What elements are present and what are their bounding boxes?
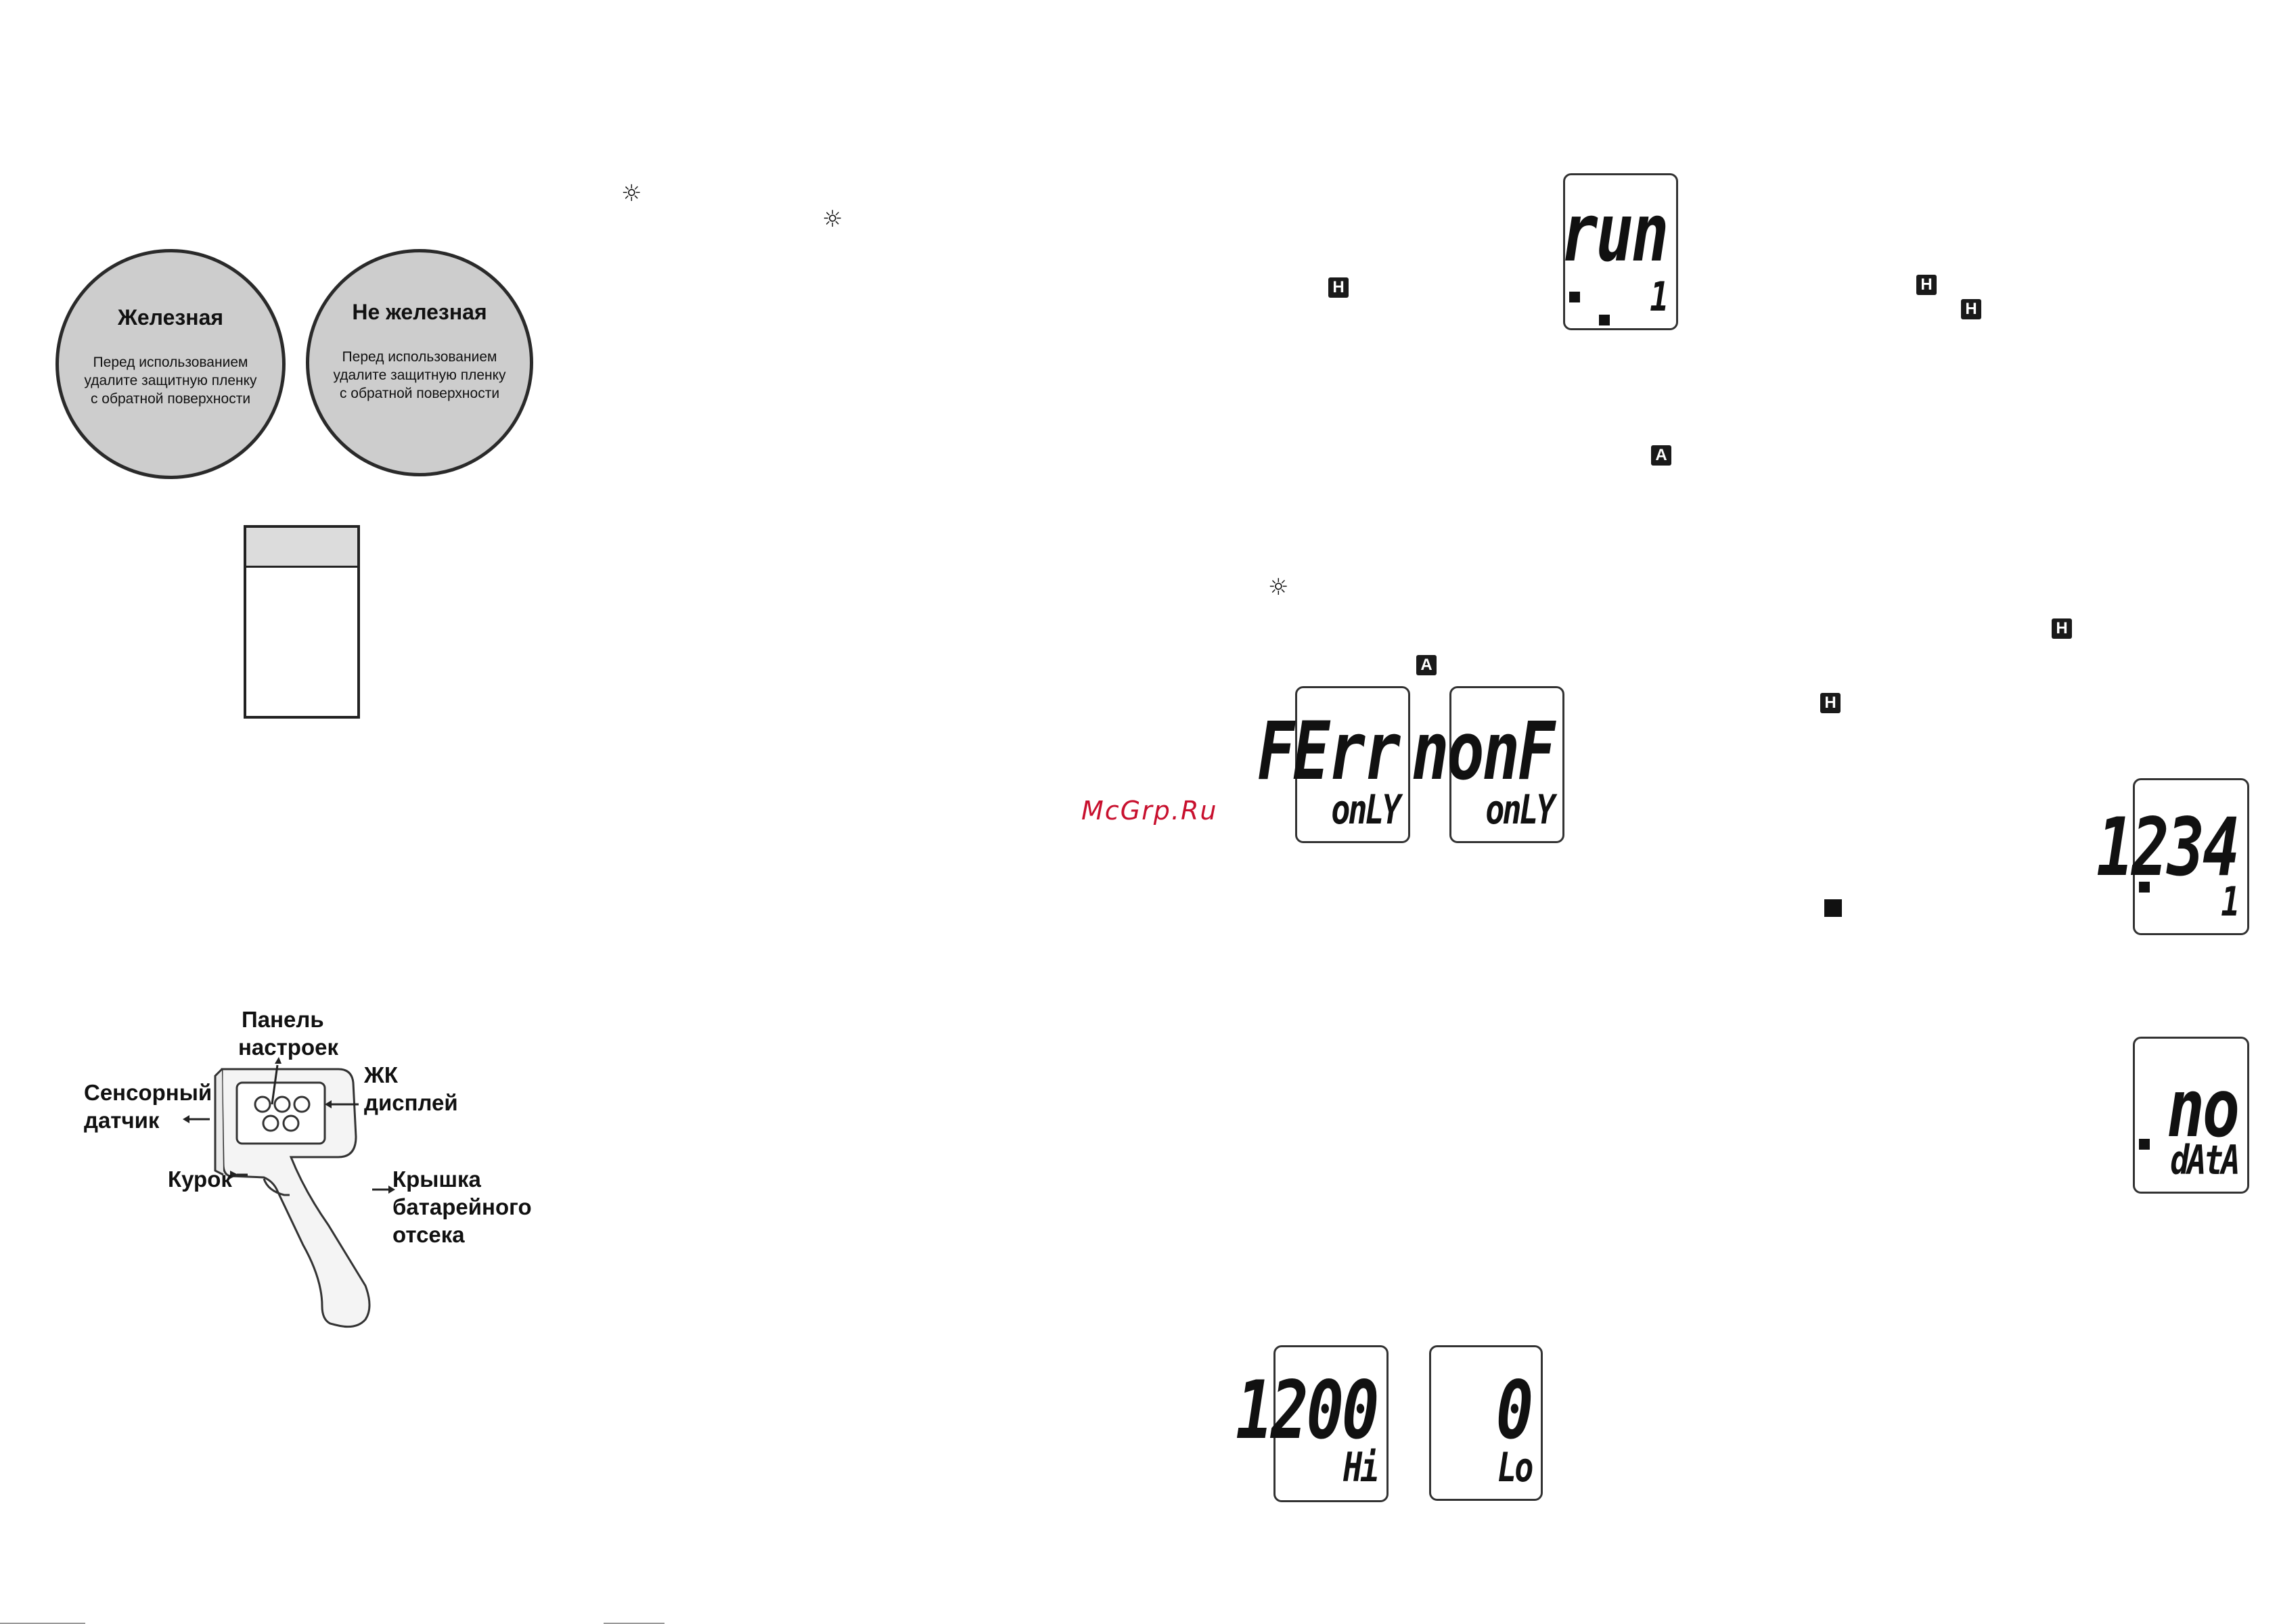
hold-icon: H xyxy=(1328,277,1349,298)
sticker-text: удалите защитную пленку xyxy=(333,367,506,383)
lcd-main-text: FErr xyxy=(1257,704,1401,798)
sticker-text: Перед использованием xyxy=(342,349,497,365)
lcd-lo: 0 Lo xyxy=(1429,1345,1543,1501)
lcd-no-data: no dAtA xyxy=(2133,1037,2249,1194)
lcd-reading: 1234 1 xyxy=(2096,778,2249,935)
backlight-icon: ☼ xyxy=(822,206,843,233)
lcd-main-text: nonF xyxy=(1411,704,1555,798)
sticker-title: Железная xyxy=(117,305,224,330)
lcd-sub-text: 1 xyxy=(2220,878,2240,926)
settings-panel-label: настроек xyxy=(238,1035,338,1060)
lcd-display-label: ЖК дисплей xyxy=(364,1062,458,1115)
watermark: McGrp.Ru xyxy=(1081,796,1218,826)
lcd-sub-text: Lo xyxy=(1497,1444,1533,1491)
lcd-run: run 1 xyxy=(1560,173,1678,330)
lcd-sub-text: Hi xyxy=(1342,1444,1379,1491)
lcd-ferr-only: FErr onLY xyxy=(1257,686,1410,843)
lcd-main-text: 0 xyxy=(1495,1363,1533,1457)
lcd-main-text: run xyxy=(1560,186,1669,279)
auto-icon: A xyxy=(1651,445,1671,466)
lcd-indicator xyxy=(1599,315,1610,325)
auto-icon: A xyxy=(1416,655,1437,675)
label-arrows xyxy=(183,1057,395,1194)
lcd-main-text: 1234 xyxy=(2096,800,2240,894)
sticker-text: Перед использованием xyxy=(93,355,248,370)
settings-panel-label: Панель xyxy=(242,1007,324,1032)
hold-icon: H xyxy=(1916,275,1937,295)
backlight-icon: ☼ xyxy=(621,180,642,207)
sticker-text: с обратной поверхности xyxy=(339,386,500,401)
lcd-main-text: no xyxy=(2167,1062,2240,1155)
lcd-nonf-only: nonF onLY xyxy=(1412,686,1564,843)
lcd-sub-text: 1 xyxy=(1649,273,1669,321)
sensor-label: Сенсорный датчик xyxy=(84,1080,212,1133)
lcd-sub-text: onLY xyxy=(1330,786,1401,834)
trigger-label: Курок xyxy=(168,1167,232,1192)
sticker-text: удалите защитную пленку xyxy=(84,373,257,388)
lcd-sub-text: dAtA xyxy=(2169,1137,2240,1184)
memory-icon xyxy=(1824,899,1842,917)
hold-icon: H xyxy=(1961,299,1981,319)
lcd-indicator xyxy=(1569,292,1580,302)
nonferrous-sticker: Не железная Перед использованием удалите… xyxy=(306,249,533,476)
ferrous-sticker: Железная Перед использованием удалите за… xyxy=(55,249,286,479)
sticker-title: Не железная xyxy=(352,300,487,324)
lcd-sub-text: onLY xyxy=(1485,786,1555,834)
lcd-hi: 1200 Hi xyxy=(1236,1345,1389,1502)
hold-icon: H xyxy=(1820,693,1841,713)
lcd-indicator xyxy=(2139,1139,2150,1150)
calibration-shim-illustration xyxy=(244,525,360,719)
hold-icon: H xyxy=(2052,618,2072,639)
lcd-main-text: 1200 xyxy=(1235,1363,1379,1457)
battery-cover-label: Крышка батарейного отсека xyxy=(392,1167,532,1247)
sticker-text: с обратной поверхности xyxy=(90,391,251,407)
backlight-icon: ☼ xyxy=(1268,574,1289,601)
device-illustration xyxy=(214,1068,371,1328)
lcd-indicator xyxy=(2139,882,2150,893)
